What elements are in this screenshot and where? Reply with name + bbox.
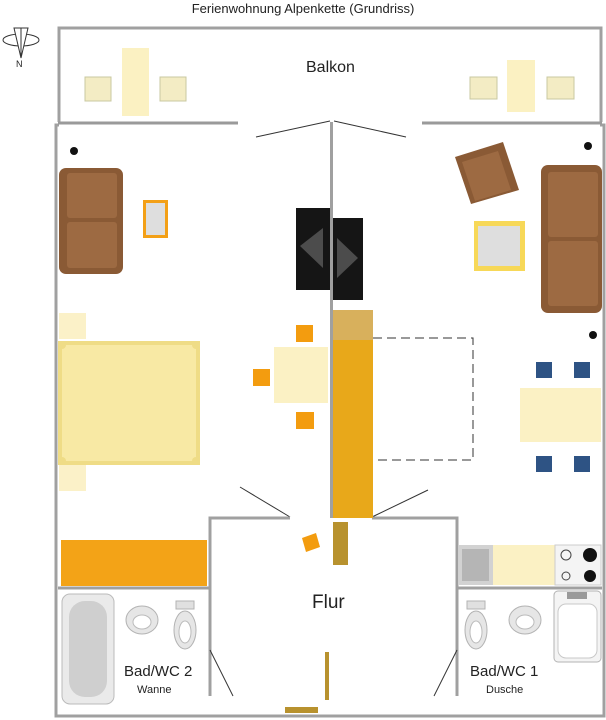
wardrobe-left [61,540,207,586]
bed [58,313,200,491]
shower [553,590,602,663]
room-label-bath2: Bad/WC 2 [124,663,193,680]
room-label-hallway: Flur [312,592,345,613]
outer-walls [54,26,606,718]
kitchenette [459,544,602,586]
dining-table-right [520,362,601,472]
sink-bath2 [125,605,159,635]
plan-title: Ferienwohnung Alpenkette (Grundriss) [191,1,415,16]
hallway-walls [58,516,602,696]
sofa-left [59,168,123,274]
dining-table-left [253,325,328,429]
compass-rose [2,27,40,59]
partition [333,310,373,518]
balcony-furniture-right [469,60,575,112]
room-label-bath1: Bad/WC 1 [470,663,539,680]
north-label: N [16,59,23,69]
sink-bath1 [508,605,542,635]
balcony-doors [255,120,407,138]
room-sublabel-bath1: Dusche [486,684,524,696]
balcony-furniture-left [84,48,187,116]
bathtub [61,593,115,705]
central-wall [330,122,333,518]
sofa-right [541,165,602,313]
tv [296,208,363,300]
wall-lamps [70,142,597,339]
hallway-furniture [285,522,348,713]
armchair [455,142,519,204]
toilet-bath1 [464,600,488,650]
bathroom-doors [209,649,458,697]
walk-in-outline [373,337,474,461]
room-doors [239,486,429,518]
room-label-balcony: Balkon [306,59,355,76]
room-sublabel-bath2: Wanne [137,684,172,696]
toilet-bath2 [173,600,197,650]
